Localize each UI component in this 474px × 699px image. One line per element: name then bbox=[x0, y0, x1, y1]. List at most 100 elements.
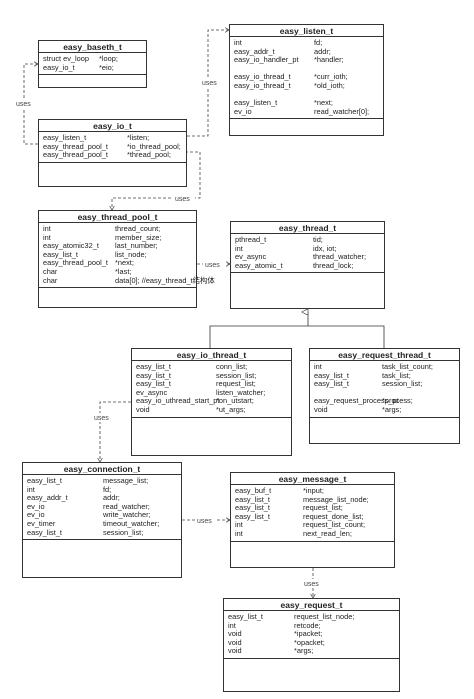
uses-label: uses bbox=[304, 581, 319, 588]
field-type: easy_list_t bbox=[235, 511, 270, 521]
field-name: thread_lock; bbox=[313, 260, 354, 270]
field-row: easy_list_t message_list_node; bbox=[235, 494, 390, 505]
field-row: easy_io_uthread_start_pt*on_utstart; bbox=[136, 397, 287, 406]
class-title: easy_listen_t bbox=[230, 25, 383, 37]
field-name: data[0]; //easy_thread_t结构体 bbox=[115, 275, 215, 285]
field-type: easy_thread_pool_t bbox=[43, 150, 108, 160]
field-type: int bbox=[43, 224, 51, 233]
field-type: easy_io_handler_pt bbox=[234, 55, 299, 65]
field-name: *process; bbox=[382, 396, 413, 406]
uses-link-io-listen bbox=[187, 30, 229, 137]
uses-label: uses bbox=[175, 196, 190, 203]
class-title: easy_message_t bbox=[231, 473, 394, 485]
field-row: void*args; bbox=[314, 404, 455, 415]
field-name: timeout_watcher; bbox=[103, 518, 160, 528]
field-type: easy_io_thread_t bbox=[234, 80, 291, 90]
field-name: *listen; bbox=[127, 133, 150, 142]
field-name: thread_watcher; bbox=[313, 252, 366, 262]
field-type: ev_async bbox=[235, 252, 267, 262]
field-type: int bbox=[235, 520, 243, 530]
field-row: easy_io_t*eio; bbox=[43, 62, 142, 73]
field-type: easy_atomic_t bbox=[235, 260, 283, 270]
field-type: struct ev_loop bbox=[43, 54, 90, 63]
field-name: listen_watcher; bbox=[216, 387, 266, 397]
field-row: char*last; bbox=[43, 266, 192, 277]
class-title: easy_io_t bbox=[39, 120, 186, 132]
field-type: int bbox=[27, 484, 35, 494]
field-name: *args; bbox=[294, 646, 314, 656]
field-row: void*opacket; bbox=[228, 637, 395, 648]
field-name: next_read_len; bbox=[303, 528, 352, 538]
field-row: easy_list_t session_list; bbox=[314, 380, 455, 389]
field-name: tid; bbox=[313, 235, 323, 244]
field-type: ev_io bbox=[27, 501, 45, 511]
field-row: easy_io_thread_t*curr_ioth; bbox=[234, 73, 379, 82]
field-name: *handler; bbox=[314, 55, 344, 65]
field-type: easy_addr_t bbox=[234, 46, 275, 56]
field-row: easy_thread_pool_t*io_thread_pool; bbox=[43, 142, 182, 152]
field-type: void bbox=[228, 646, 242, 656]
field-name: *opacket; bbox=[294, 637, 325, 647]
uses-link-io-pool bbox=[112, 151, 201, 210]
field-name: fd; bbox=[314, 38, 323, 47]
field-type: easy_list_t bbox=[314, 379, 349, 389]
field-row: easy_io_handler_pt *handler; bbox=[234, 56, 379, 65]
field-type: easy_list_t bbox=[136, 362, 171, 371]
field-name: read_watcher[0]; bbox=[314, 106, 370, 116]
field-type: void bbox=[228, 629, 242, 639]
field-name: task_list_count; bbox=[382, 362, 433, 371]
field-type: ev_async bbox=[136, 387, 168, 397]
field-type: char bbox=[43, 266, 58, 276]
field-name: addr; bbox=[314, 46, 331, 56]
field-name: fd; bbox=[103, 484, 112, 494]
field-type: easy_list_t bbox=[136, 370, 171, 380]
field-name: session_list; bbox=[216, 370, 257, 380]
field-name: *ut_args; bbox=[216, 404, 246, 414]
field-type: easy_list_t bbox=[228, 612, 263, 621]
field-row: easy_request_process_pt*process; bbox=[314, 397, 455, 406]
field-name: read_watcher; bbox=[103, 501, 150, 511]
class-title: easy_io_thread_t bbox=[132, 349, 291, 361]
inherit-link-reqthread bbox=[308, 325, 385, 348]
field-name: *args; bbox=[382, 404, 402, 414]
field-type: int bbox=[228, 620, 236, 630]
field-row: easy_addr_t addr; bbox=[234, 46, 379, 57]
field-type: easy_io_t bbox=[43, 62, 75, 72]
field-name: *ipacket; bbox=[294, 629, 323, 639]
field-type: easy_list_t bbox=[314, 370, 349, 380]
field-name: *curr_ioth; bbox=[314, 72, 348, 82]
field-name: message_list_node; bbox=[303, 494, 369, 504]
field-type: easy_buf_t bbox=[235, 486, 272, 495]
field-type: int bbox=[234, 38, 242, 47]
field-type: easy_list_t bbox=[27, 476, 62, 485]
class-title: easy_thread_pool_t bbox=[39, 211, 196, 223]
field-name: *on_utstart; bbox=[216, 396, 254, 406]
field-name: session_list; bbox=[382, 379, 423, 389]
field-row: easy_io_thread_t*old_ioth; bbox=[234, 80, 379, 91]
field-type: int bbox=[235, 528, 243, 538]
field-row: ev_async listen_watcher; bbox=[136, 387, 287, 398]
field-type: easy_list_t bbox=[235, 494, 270, 504]
field-type: easy_listen_t bbox=[234, 98, 278, 108]
field-name: *next; bbox=[115, 258, 134, 268]
uses-label: uses bbox=[202, 80, 217, 87]
field-name: thread_count; bbox=[115, 224, 161, 233]
